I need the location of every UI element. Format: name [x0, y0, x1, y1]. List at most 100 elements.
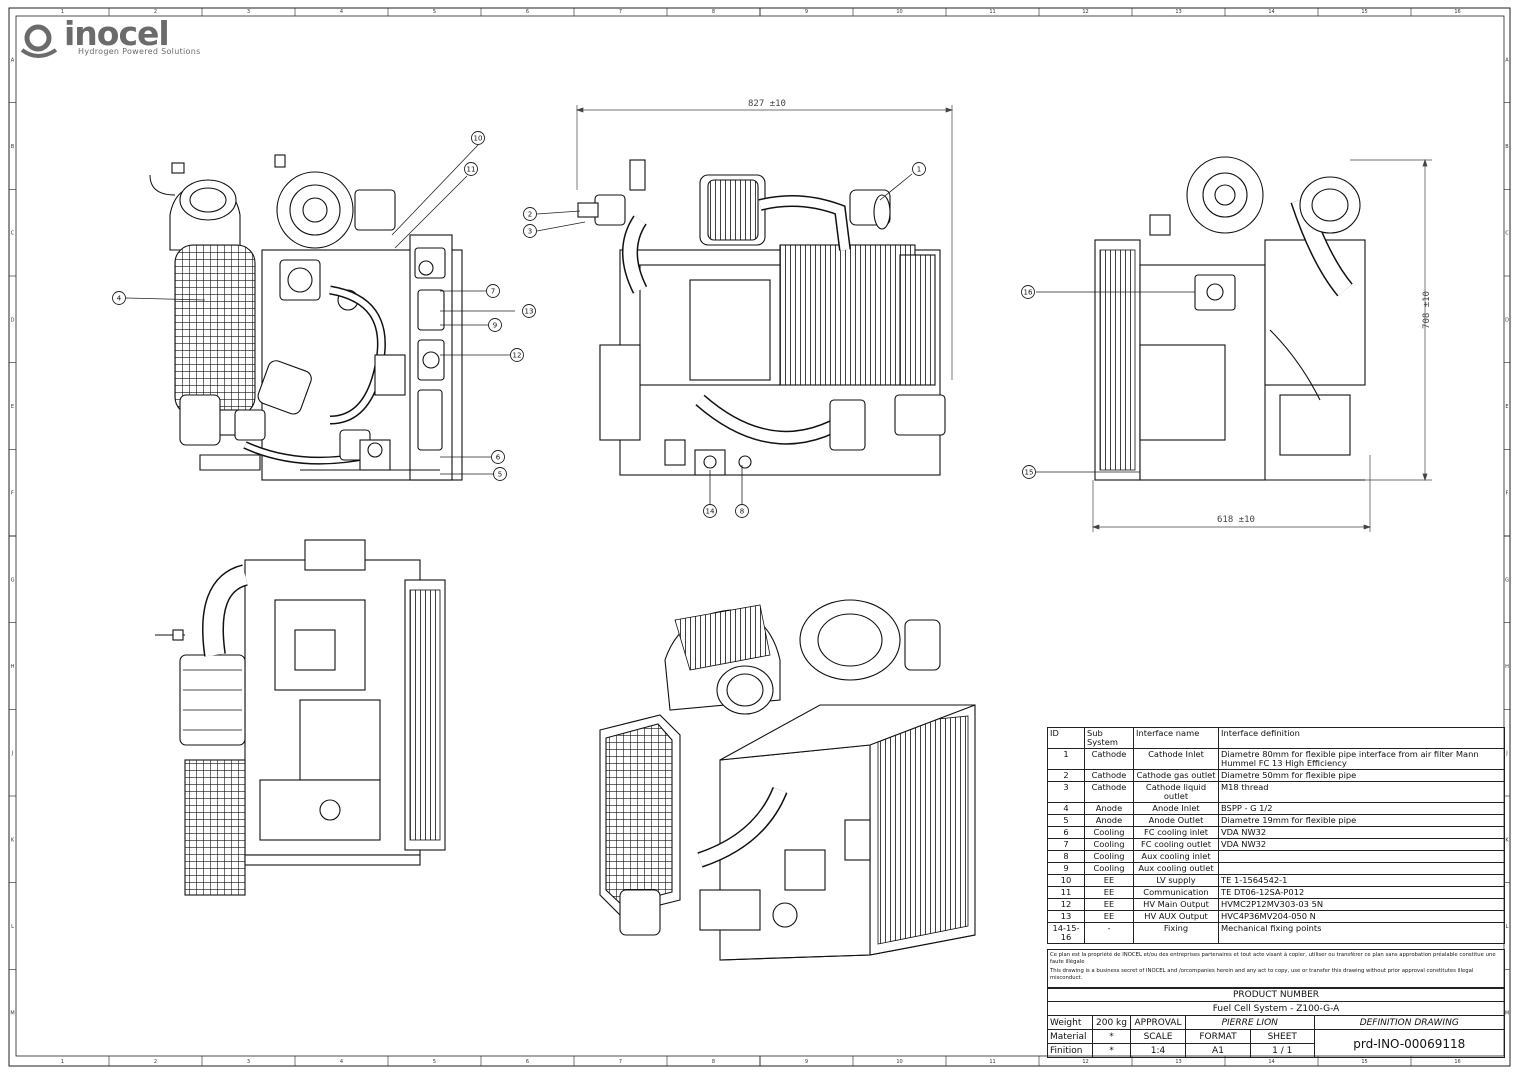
zone-column-label: 12 [1082, 9, 1088, 15]
zone-column-label: 9 [805, 9, 808, 15]
cell-subsystem: - [1084, 922, 1134, 944]
cell-id: 10 [1047, 874, 1085, 887]
zone-column-label: 10 [896, 1059, 902, 1065]
cell-interface-definition: VDA NW32 [1218, 838, 1505, 851]
cell-interface-definition: Diametre 50mm for flexible pipe [1218, 769, 1505, 782]
zone-row-label: D [11, 317, 15, 323]
zone-row-label: A [1505, 57, 1509, 63]
balloon-circle [1022, 465, 1036, 479]
balloon-7: 7 [486, 284, 500, 298]
zone-column-label: 2 [154, 9, 157, 15]
zone-column-label: 16 [1454, 9, 1460, 15]
cell-subsystem: Cooling [1084, 850, 1134, 863]
cell-interface-name: FC cooling outlet [1133, 838, 1219, 851]
cell-interface-definition: HVMC2P12MV303-03 5N [1218, 898, 1505, 911]
balloon-circle [464, 162, 478, 176]
zone-column-label: 7 [619, 1059, 622, 1065]
logo-tagline: Hydrogen Powered Solutions [78, 47, 201, 56]
cell-subsystem: EE [1084, 874, 1134, 887]
cell-id: 8 [1047, 850, 1085, 863]
cell-interface-definition: TE 1-1564542-1 [1218, 874, 1505, 887]
zone-row-label: J [1505, 751, 1507, 757]
cell-subsystem: Cathode [1084, 769, 1134, 782]
balloon-circle [471, 131, 485, 145]
zone-row-label: K [1505, 837, 1509, 843]
balloon-number: 13 [525, 308, 534, 316]
zone-row-label: E [11, 404, 14, 410]
zone-row-label: D [1505, 317, 1509, 323]
cell-id: 7 [1047, 838, 1085, 851]
zone-row-label: M [10, 1011, 14, 1017]
zone-column-label: 1 [61, 9, 64, 15]
balloon-circle [735, 504, 749, 518]
finition-value: * [1092, 1043, 1131, 1058]
notice-french: Ce plan est la propriété de INOCEL et/ou… [1050, 952, 1496, 965]
cell-interface-definition [1218, 850, 1505, 863]
dimension-width-bottom: 618 ±10 [1217, 515, 1255, 525]
cell-interface-name: Aux cooling inlet [1133, 850, 1219, 863]
cell-interface-definition: TE DT06-12SA-P012 [1218, 886, 1505, 899]
zone-row-label: G [1505, 577, 1509, 583]
zone-column-label: 7 [619, 9, 622, 15]
cell-interface-name: Cathode gas outlet [1133, 769, 1219, 782]
balloon-5: 5 [493, 467, 507, 481]
zone-column-label: 15 [1361, 9, 1367, 15]
notice-english: This drawing is a business secret of INO… [1050, 968, 1474, 981]
balloon-number: 3 [528, 228, 532, 236]
balloon-number: 15 [1025, 469, 1034, 477]
weight-value: 200 kg [1092, 1015, 1131, 1030]
balloon-circle [491, 450, 505, 464]
drawing-number: prd-INO-00069118 [1313, 1029, 1505, 1058]
cell-subsystem: EE [1084, 886, 1134, 899]
cell-interface-definition: M18 thread [1218, 781, 1505, 803]
balloon-15: 15 [1022, 465, 1036, 479]
cell-interface-definition: Mechanical fixing points [1218, 922, 1505, 944]
cell-subsystem: Anode [1084, 814, 1134, 827]
zone-row-label: H [1505, 664, 1509, 670]
cell-interface-definition: Diametre 19mm for flexible pipe [1218, 814, 1505, 827]
cell-id: 14-15-16 [1047, 922, 1085, 944]
cell-subsystem: EE [1084, 910, 1134, 923]
cell-interface-name: Cathode Inlet [1133, 748, 1219, 770]
zone-row-label: G [11, 577, 15, 583]
zone-row-label: A [11, 57, 15, 63]
zone-column-label: 15 [1361, 1059, 1367, 1065]
col-header-interface-name: Interface name [1133, 727, 1219, 749]
scale-label: SCALE [1130, 1029, 1186, 1044]
balloon-1: 1 [912, 162, 926, 176]
cell-subsystem: Cooling [1084, 838, 1134, 851]
cell-interface-definition [1218, 862, 1505, 875]
zone-row-label: K [11, 837, 15, 843]
zone-row-label: C [11, 231, 15, 237]
zone-column-label: 6 [526, 1059, 529, 1065]
balloon-10: 10 [471, 131, 485, 145]
view-right [1094, 156, 1366, 481]
logo-wordmark: inocel [64, 14, 170, 53]
balloon-2: 2 [523, 207, 537, 221]
zone-row-label: F [1506, 491, 1509, 497]
balloon-circle [488, 318, 502, 332]
balloon-9: 9 [488, 318, 502, 332]
zone-column-label: 3 [247, 9, 250, 15]
balloon-16: 16 [1021, 285, 1035, 299]
zone-column-label: 4 [340, 9, 343, 15]
cell-interface-name: FC cooling inlet [1133, 826, 1219, 839]
zone-row-label: E [1505, 404, 1508, 410]
balloon-circle [523, 207, 537, 221]
format-value: A1 [1185, 1043, 1251, 1058]
zone-row-label: F [11, 491, 14, 497]
cell-interface-definition: BSPP - G 1/2 [1218, 802, 1505, 815]
cell-id: 12 [1047, 898, 1085, 911]
col-header-interface-definition: Interface definition [1218, 727, 1505, 749]
cell-id: 9 [1047, 862, 1085, 875]
sheet-label: SHEET [1250, 1029, 1315, 1044]
cell-id: 5 [1047, 814, 1085, 827]
material-label: Material [1047, 1029, 1093, 1044]
